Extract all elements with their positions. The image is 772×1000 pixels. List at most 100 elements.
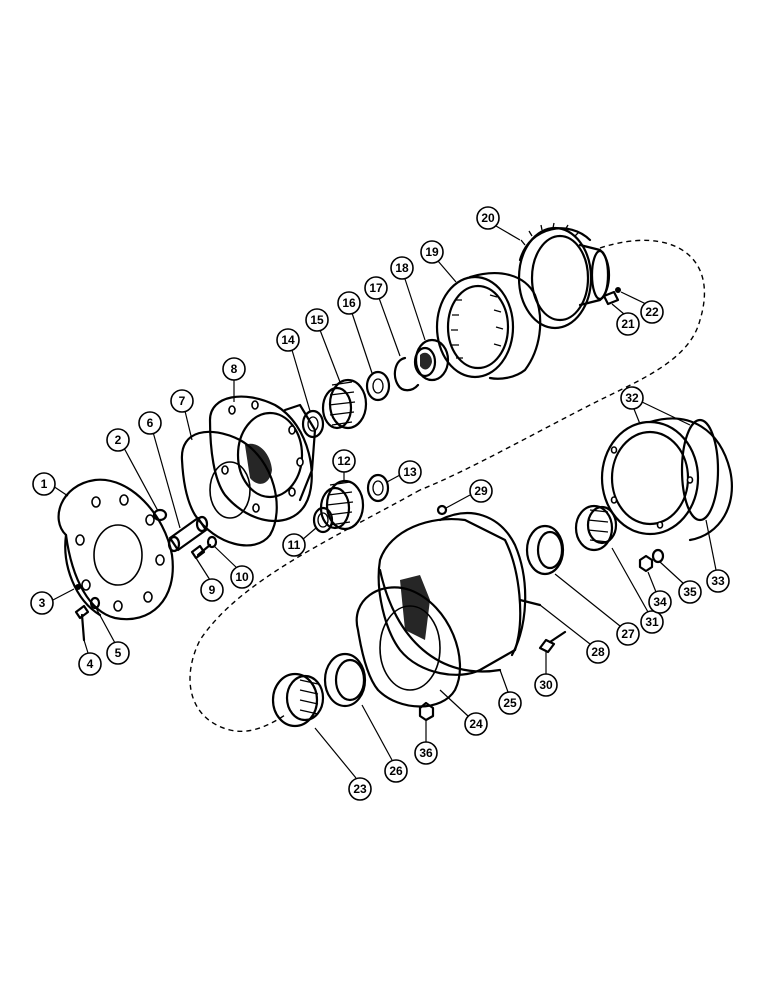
callout-1: 1 [32, 472, 69, 497]
part-15-planet-gear [321, 378, 368, 430]
callout-33: 33 [705, 519, 730, 593]
svg-text:35: 35 [683, 585, 697, 599]
callout-27: 27 [554, 573, 640, 646]
svg-text:24: 24 [469, 717, 483, 731]
assembly-path-lower [189, 489, 421, 732]
svg-text:32: 32 [625, 391, 639, 405]
svg-text:15: 15 [310, 313, 324, 327]
part-18-sun-gear-hub [413, 338, 450, 382]
callout-4: 4 [78, 639, 102, 676]
svg-text:7: 7 [179, 394, 186, 408]
svg-text:27: 27 [621, 627, 635, 641]
part-4-bolt [74, 604, 90, 642]
svg-text:16: 16 [342, 296, 356, 310]
callout-34: 34 [647, 571, 672, 614]
part-22-ball [615, 287, 621, 293]
svg-text:11: 11 [288, 538, 301, 552]
svg-text:26: 26 [389, 764, 403, 778]
svg-text:19: 19 [425, 245, 439, 259]
svg-text:13: 13 [403, 465, 417, 479]
callout-29: 29 [445, 479, 493, 509]
svg-text:36: 36 [419, 746, 433, 760]
svg-text:3: 3 [39, 596, 46, 610]
part-33-o-ring [680, 418, 720, 522]
callout-11: 11 [282, 527, 317, 557]
part-3-ball [75, 584, 81, 590]
part-28-stud [518, 598, 542, 607]
callout-6: 6 [138, 411, 181, 529]
callout-19: 19 [420, 240, 457, 283]
callout-7: 7 [170, 389, 194, 441]
part-9-bolt [190, 543, 212, 560]
svg-text:18: 18 [395, 261, 409, 275]
svg-text:20: 20 [481, 211, 495, 225]
part-32-seal-retainer [600, 417, 733, 542]
svg-text:31: 31 [645, 615, 659, 629]
callout-16: 16 [337, 291, 373, 374]
svg-text:17: 17 [369, 281, 383, 295]
callout-12: 12 [332, 449, 356, 482]
svg-text:1: 1 [41, 477, 48, 491]
svg-text:9: 9 [209, 583, 216, 597]
assembly-path-upper [419, 239, 706, 491]
callouts: 1 2 3 4 5 6 [30, 206, 730, 801]
part-13-thrust-washer [366, 473, 390, 503]
callout-17: 17 [364, 276, 401, 357]
part-19-ring-gear [435, 272, 542, 380]
callout-31: 31 [611, 547, 664, 634]
part-6-planet-pin [167, 515, 209, 553]
svg-text:6: 6 [147, 416, 154, 430]
part-30-bolt [538, 630, 567, 654]
callout-10: 10 [213, 545, 254, 589]
svg-text:23: 23 [353, 782, 367, 796]
part-5-washer [89, 596, 101, 610]
callout-2: 2 [106, 428, 159, 512]
part-1-flange-plate [57, 478, 174, 621]
svg-text:21: 21 [621, 317, 635, 331]
callout-30: 30 [534, 652, 558, 697]
svg-text:30: 30 [539, 678, 553, 692]
part-10-washer [206, 535, 218, 549]
svg-text:22: 22 [645, 305, 659, 319]
callout-20: 20 [476, 206, 521, 241]
callout-18: 18 [390, 256, 426, 341]
svg-text:2: 2 [115, 433, 122, 447]
svg-text:5: 5 [115, 646, 122, 660]
part-27-bearing-cup [525, 524, 565, 576]
callout-26: 26 [361, 704, 408, 783]
part-23-bearing-cone [271, 672, 325, 728]
part-16-thrust-washer [365, 370, 391, 402]
part-17-snap-ring [393, 356, 420, 392]
svg-text:25: 25 [503, 696, 517, 710]
part-20-spur-gear [517, 222, 611, 330]
svg-text:29: 29 [474, 484, 488, 498]
callout-35: 35 [659, 561, 702, 604]
callout-14: 14 [276, 328, 311, 412]
part-29-plug [436, 504, 448, 516]
callout-13: 13 [386, 460, 422, 484]
part-26-bearing-cup [323, 652, 367, 708]
part-25-hub-housing [377, 512, 527, 676]
svg-text:34: 34 [653, 595, 667, 609]
callout-23: 23 [314, 727, 372, 801]
part-36-nut [418, 701, 435, 722]
callout-21: 21 [611, 303, 640, 336]
callout-3: 3 [30, 588, 75, 615]
part-12-planet-gear [319, 479, 365, 531]
part-31-bearing-cone [574, 504, 618, 552]
svg-text:4: 4 [87, 657, 94, 671]
callout-24: 24 [439, 689, 488, 736]
part-7-gasket [180, 430, 278, 547]
part-21-key [602, 290, 620, 306]
callout-28: 28 [539, 604, 610, 664]
callout-25: 25 [498, 669, 522, 715]
svg-text:14: 14 [281, 333, 295, 347]
svg-text:10: 10 [235, 570, 249, 584]
svg-text:8: 8 [231, 362, 238, 376]
callout-32: 32 [620, 386, 691, 426]
svg-text:12: 12 [337, 454, 351, 468]
part-8-planet-carrier [208, 395, 317, 523]
svg-text:28: 28 [591, 645, 605, 659]
callout-8: 8 [222, 357, 246, 402]
